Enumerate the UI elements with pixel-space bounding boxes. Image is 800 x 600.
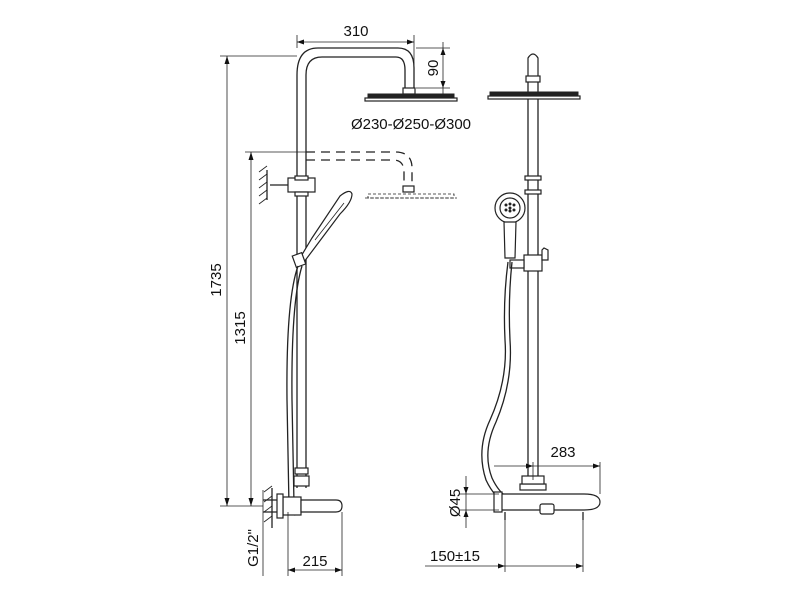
dim-inlet-thread: G1/2" [245,529,262,567]
dim-arm-length: 310 [343,23,368,40]
dim-top-width: 283 [550,444,575,461]
front-view: 283 Ø45 150±15 [425,53,601,572]
dim-head-drop: 90 [425,60,442,77]
dim-inlet-centers: 150±15 [430,548,480,565]
dim-total-height: 1735 [208,263,225,296]
dim-head-diameters: Ø230-Ø250-Ø300 [351,116,471,133]
dim-mixer-diameter: Ø45 [447,489,464,517]
side-view: 310 90 Ø230-Ø250-Ø300 1735 1315 G1/2" 21 [208,23,471,576]
dim-spout-projection: 215 [302,553,327,570]
dim-mixer-height: 1315 [232,311,249,344]
